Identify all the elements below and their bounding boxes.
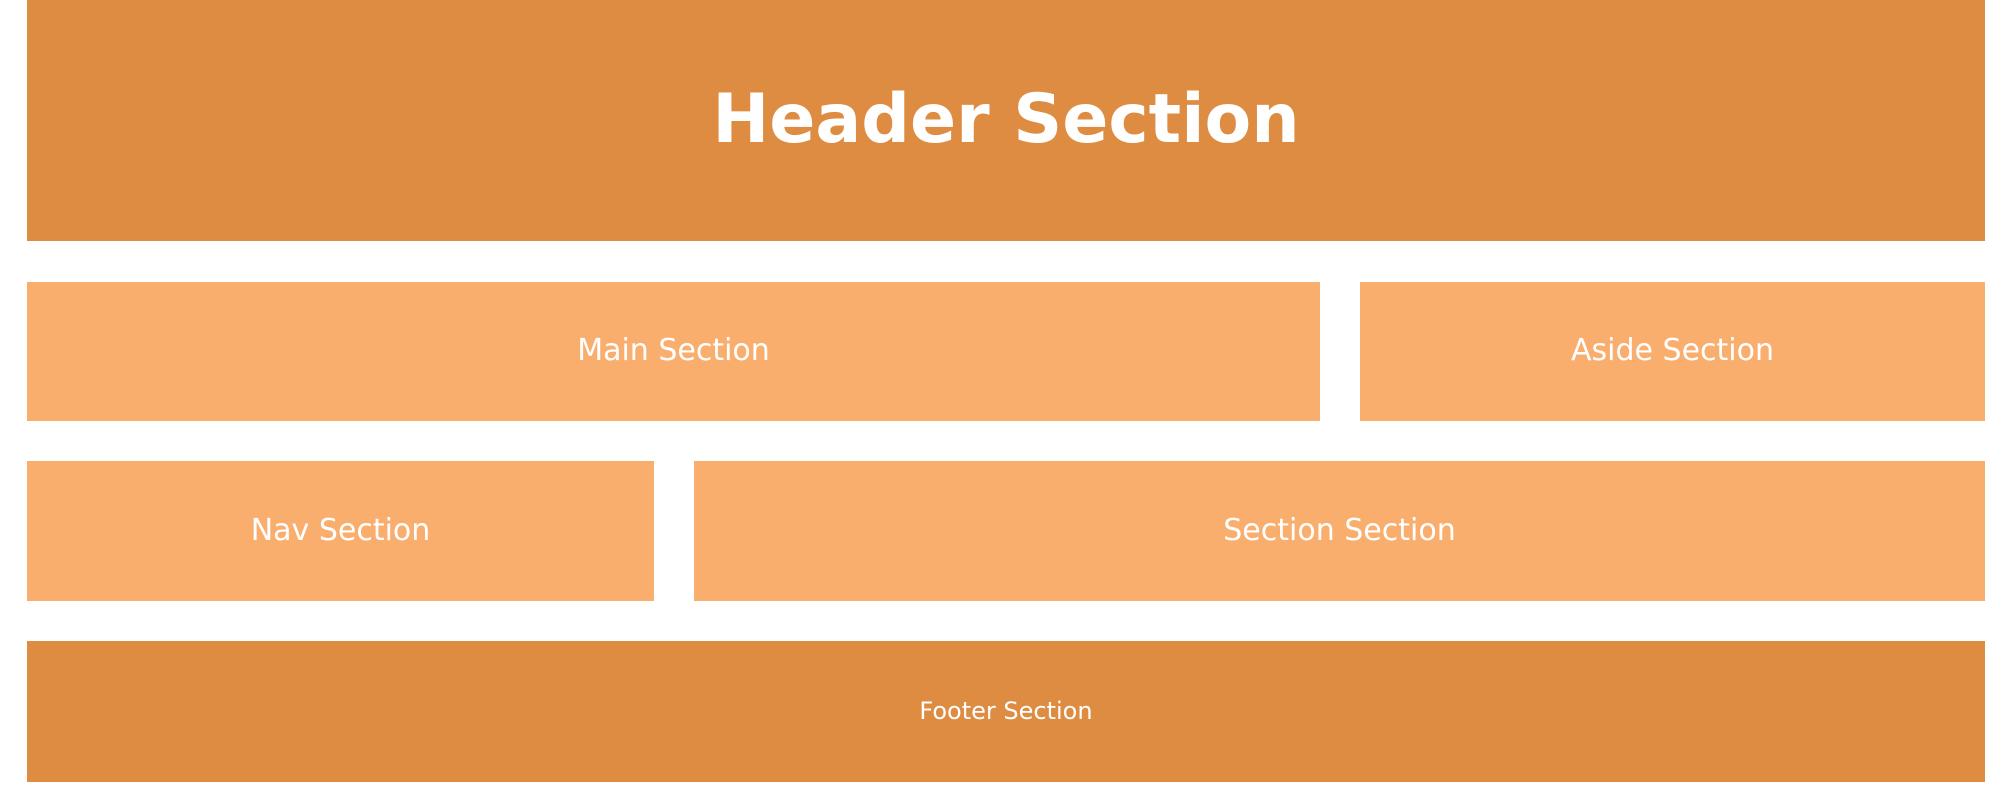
footer-section-label: Footer Section: [919, 696, 1093, 725]
nav-section[interactable]: Nav Section: [27, 461, 654, 601]
content-section-label: Section Section: [1223, 512, 1456, 548]
main-section: Main Section: [27, 282, 1320, 421]
aside-section-label: Aside Section: [1571, 333, 1774, 369]
main-section-label: Main Section: [577, 333, 770, 369]
footer-section: Footer Section: [27, 641, 1985, 782]
header-section: Header Section: [27, 0, 1985, 241]
nav-section-label: Nav Section: [250, 512, 431, 548]
header-title: Header Section: [712, 80, 1300, 160]
content-section: Section Section: [694, 461, 1985, 601]
aside-section: Aside Section: [1360, 282, 1985, 421]
